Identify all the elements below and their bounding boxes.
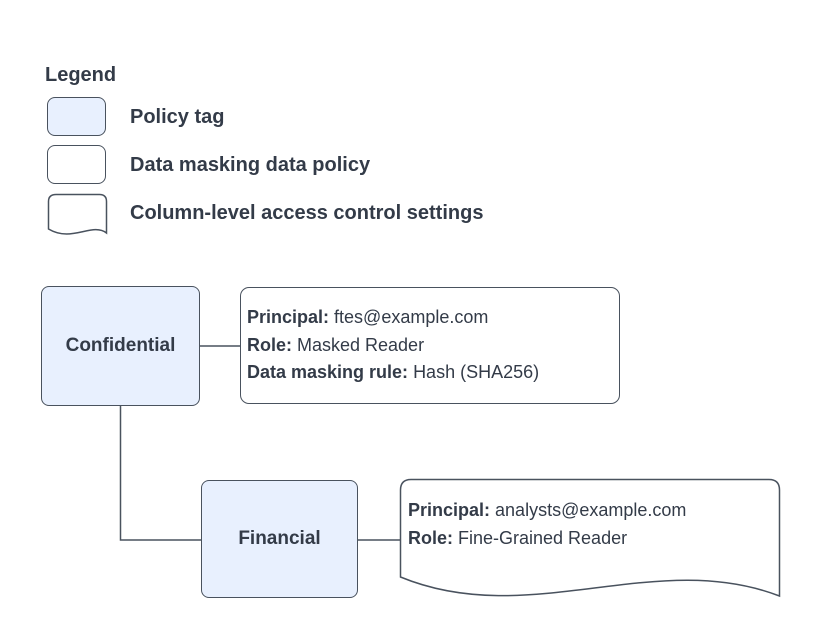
field-data-masking-rule: Data masking rule:Hash (SHA256) [247, 359, 619, 387]
data-masking-policy-node: Principal:ftes@example.com Role:Masked R… [240, 287, 620, 404]
field-label: Role: [247, 334, 292, 355]
field-value: analysts@example.com [495, 500, 687, 520]
policy-tag-node-confidential: Confidential [41, 286, 200, 406]
document-shape [399, 478, 781, 598]
connector-confidential-to-financial [119, 406, 202, 541]
policy-tag-node-financial: Financial [201, 480, 358, 598]
legend-data-policy-swatch [47, 145, 106, 184]
field-principal: Principal:ftes@example.com [247, 304, 619, 332]
legend-item-column-access: Column-level access control settings [130, 202, 484, 224]
column-access-settings-text: Principal:analysts@example.com Role:Fine… [408, 497, 686, 552]
field-value: Masked Reader [297, 334, 425, 355]
legend-title: Legend [45, 64, 117, 86]
field-label: Principal: [408, 500, 491, 520]
document-shape-icon [47, 193, 108, 235]
field-role: Role:Masked Reader [247, 332, 619, 360]
field-label: Data masking rule: [247, 362, 409, 383]
field-principal: Principal:analysts@example.com [408, 497, 686, 525]
legend-column-access-swatch [47, 193, 108, 239]
field-value: Fine-Grained Reader [458, 527, 628, 548]
legend-policy-tag-swatch [47, 97, 106, 136]
field-role: Role:Fine-Grained Reader [408, 525, 686, 553]
field-value: Hash (SHA256) [413, 362, 540, 383]
legend-item-policy-tag: Policy tag [130, 106, 225, 128]
policy-tag-label: Confidential [65, 335, 176, 356]
field-value: ftes@example.com [334, 307, 489, 328]
field-label: Principal: [247, 307, 330, 328]
policy-tag-label: Financial [238, 528, 321, 549]
field-label: Role: [408, 527, 453, 548]
legend-item-data-policy: Data masking data policy [130, 154, 371, 176]
column-access-settings-node: Principal:analysts@example.com Role:Fine… [399, 478, 781, 604]
